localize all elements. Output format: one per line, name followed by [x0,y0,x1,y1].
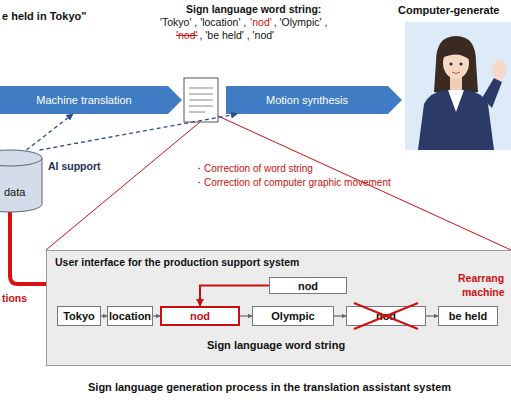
node-text: data [4,186,25,198]
word-box: Olympic [252,306,334,326]
avatar-illustration [405,22,511,150]
arrow-band-body [0,86,182,114]
node-text: nod [298,280,318,292]
node-text: location [109,310,151,322]
annotation-label: ・Correction of computer graphic movement [194,176,391,190]
document-line [189,112,205,113]
interface-panel: User interface for the production suppor… [46,250,511,366]
annotation-label: machine [462,286,505,298]
document-page [184,78,218,122]
delete-cross [354,303,418,329]
word-box: be held [438,306,498,326]
correction-arrow [200,286,269,307]
document-line [189,100,213,101]
annotation-label: AI support [48,160,101,172]
avatar-hair [434,36,478,95]
avatar-background [405,22,511,150]
node-text: Tokyo [63,310,95,322]
node-text: be held [449,310,488,322]
document-line [189,94,213,95]
cylinder-body [0,150,42,212]
node-subtext: Sign language word string [207,339,345,351]
database-cylinder: data [0,150,44,212]
word-string-text: 'Tokyo' , 'location' , [160,16,246,28]
sequence-arrow [240,315,252,316]
word-box: Tokyo [57,306,101,326]
annotation-label: Rearrang [458,272,504,284]
word-string-text: , 'be held' , 'nod' [200,29,275,41]
word-string-line: 'Tokyo' , 'location' , 'nod', 'Olympic' , [160,16,327,28]
annotation-label: Computer-generate [398,4,499,16]
avatar-eye [460,63,463,66]
avatar-blouse [448,90,464,112]
sequence-arrow [426,315,438,316]
word-string-text: 'nod' [250,16,272,28]
avatar-jacket [418,90,494,150]
annotation-label: ・Correction of word string [194,162,313,176]
process-arrow: Motion synthesis [226,86,402,114]
annotation-label: Sign language word string: [186,3,321,15]
avatar-hand [492,60,506,80]
delete-cross [354,303,418,329]
word-box: location [107,306,153,326]
figure-caption: Sign language generation process in the … [88,381,451,393]
node-text: nod [190,310,210,322]
avatar-arm [482,78,502,108]
node-text: User interface for the production suppor… [55,256,299,268]
node-text: Olympic [271,310,314,322]
support-arrow [40,114,238,150]
word-box: nod [269,277,347,294]
avatar-mouth [452,72,460,74]
arrow-band-body [226,86,402,114]
support-arrow [26,114,73,150]
document-line [189,106,213,107]
node-text: Machine translation [36,94,131,106]
sequence-arrow [334,315,346,316]
annotation-label: tions [2,292,27,304]
sequence-arrow [101,315,107,316]
node-text: Motion synthesis [266,94,348,106]
avatar-eye [450,63,453,66]
cylinder-top [0,158,42,166]
process-arrow: Machine translation [0,86,182,114]
annotation-label: e held in Tokyo" [2,10,86,22]
word-string-line: 'nod', 'be held' , 'nod' [176,29,274,41]
word-string-text: 'nod' [176,29,198,41]
zoom-line [46,122,200,250]
sequence-arrow [153,315,160,316]
word-string-text: , 'Olympic' , [274,16,328,28]
document-line [189,88,213,89]
avatar-bangs [442,43,470,60]
selected-word-box: nod [160,306,240,326]
cylinder-shape [0,150,44,212]
correction-line [10,212,46,284]
document-icon [184,78,218,122]
